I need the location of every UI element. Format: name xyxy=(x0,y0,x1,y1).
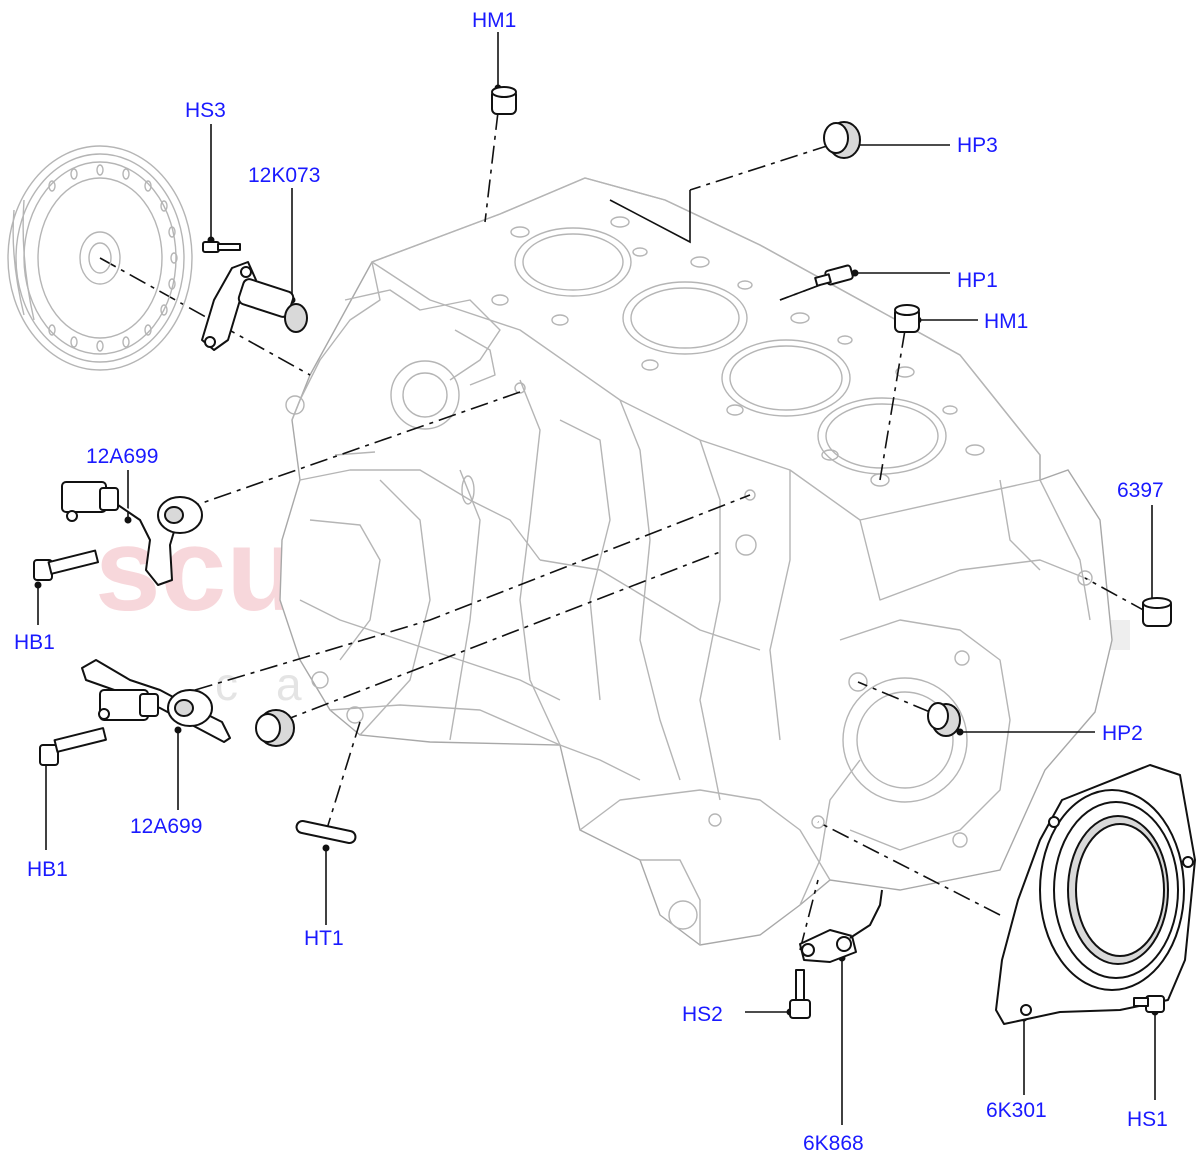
callout-12a699-top: 12A699 xyxy=(86,445,158,468)
callout-ht1: HT1 xyxy=(304,927,344,950)
hs2-bolt xyxy=(789,969,811,1019)
knock-sensor-bottom xyxy=(81,659,231,743)
hb1-top-bolt xyxy=(33,549,100,581)
rear-seal-retainer xyxy=(995,764,1196,1025)
reluctor-ring xyxy=(7,145,193,371)
callout-hm1-top: HM1 xyxy=(472,9,516,32)
ht1-dowel xyxy=(295,820,357,844)
callout-hp3: HP3 xyxy=(957,134,998,157)
callout-hs1: HS1 xyxy=(1127,1108,1168,1131)
hb1-bottom-bolt xyxy=(39,727,107,766)
callout-hb1-top: HB1 xyxy=(14,631,55,654)
crank-position-sensor xyxy=(201,261,308,351)
knock-sensor-top xyxy=(61,481,203,586)
callout-6k301: 6K301 xyxy=(986,1099,1047,1122)
callout-hs2: HS2 xyxy=(682,1003,723,1026)
hp1-sensor xyxy=(814,264,854,287)
callout-hp2: HP2 xyxy=(1102,722,1143,745)
callout-labels: HM1 HS3 12K073 HP3 HP1 HM1 12A699 6397 H… xyxy=(14,9,1168,1155)
drain-plug xyxy=(255,709,295,747)
hm1-top-sleeve xyxy=(491,86,517,115)
hs3-bolt xyxy=(202,241,241,253)
callout-6397: 6397 xyxy=(1117,479,1164,502)
callout-hm1-right: HM1 xyxy=(984,310,1028,333)
callout-hs3: HS3 xyxy=(185,99,226,122)
hm1-right-sleeve xyxy=(894,304,920,333)
sleeve-6397 xyxy=(1142,597,1172,627)
hs1-bolt xyxy=(1133,995,1165,1013)
callout-6k868: 6K868 xyxy=(803,1132,864,1155)
callout-hb1-bottom: HB1 xyxy=(27,858,68,881)
callout-12k073: 12K073 xyxy=(248,164,320,187)
callout-12a699-bottom: 12A699 xyxy=(130,815,202,838)
hp3-plug xyxy=(823,121,861,159)
piston-cooling-jet xyxy=(799,889,883,963)
callout-hp1: HP1 xyxy=(957,269,998,292)
hp2-plug xyxy=(927,702,961,737)
